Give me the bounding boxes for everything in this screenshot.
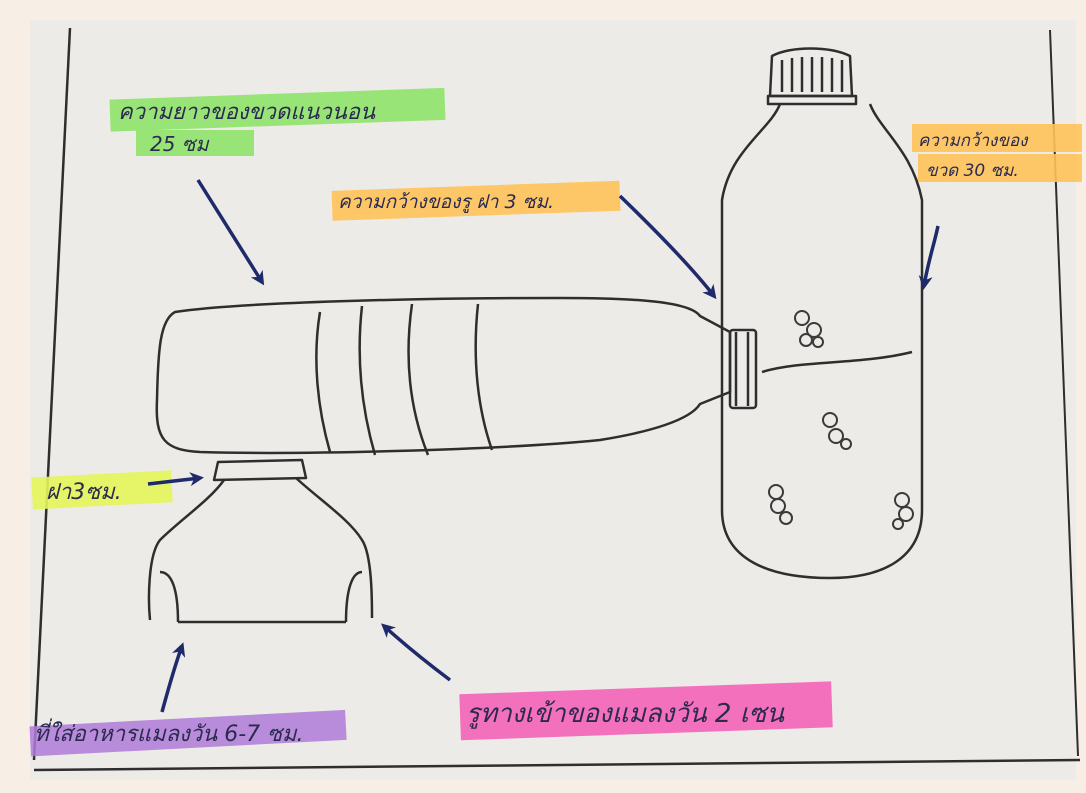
label-bottle-width-title: ความกว้างของ xyxy=(918,131,1029,151)
label-horizontal-length-title: ความยาวของขวดแนวนอน xyxy=(118,100,376,125)
label-neck-width: ความกว้างของรู ฝา 3 ซม. xyxy=(338,191,554,213)
label-bottle-width-value: ขวด 30 ซม. xyxy=(926,161,1019,181)
label-horizontal-length-value: 25 ซม xyxy=(150,132,210,156)
label-cap-size: ฝา3ซม. xyxy=(46,480,122,505)
label-bait-area: ที่ใส่อาหารแมลงวัน 6-7 ซม. xyxy=(34,718,304,747)
label-entry-hole: รูทางเข้าของแมลงวัน 2 เซน xyxy=(466,699,785,729)
